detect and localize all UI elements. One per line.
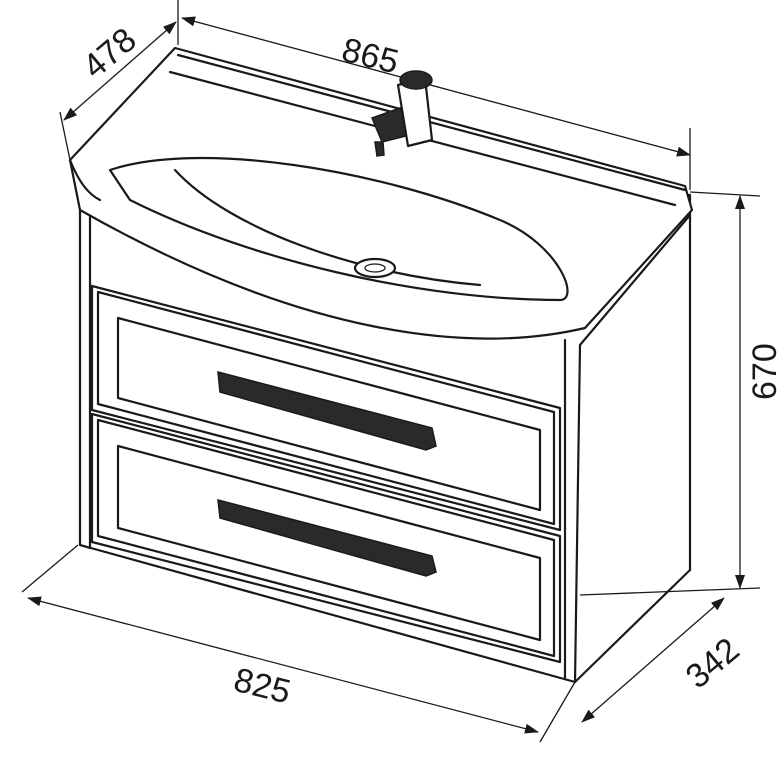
- dim-line-825: [27, 596, 539, 734]
- drawer-bottom: [90, 412, 562, 664]
- drawer-handle-bottom: [217, 498, 437, 577]
- basin-bowl: [108, 156, 569, 302]
- dim-label-342: 342: [679, 631, 747, 697]
- faucet-icon: [371, 70, 434, 157]
- dim-label-825: 825: [230, 661, 294, 712]
- basin: [68, 46, 694, 340]
- dim-line-865: [181, 16, 691, 157]
- dim-label-478: 478: [76, 21, 144, 87]
- drain-icon: [353, 257, 397, 279]
- dim-label-670: 670: [746, 343, 784, 400]
- dim-line-478: [63, 21, 177, 121]
- drawer-handle-top: [217, 371, 437, 451]
- drawer-top: [90, 284, 562, 532]
- dim-label-865: 865: [338, 31, 402, 82]
- dim-line-342: [581, 597, 725, 723]
